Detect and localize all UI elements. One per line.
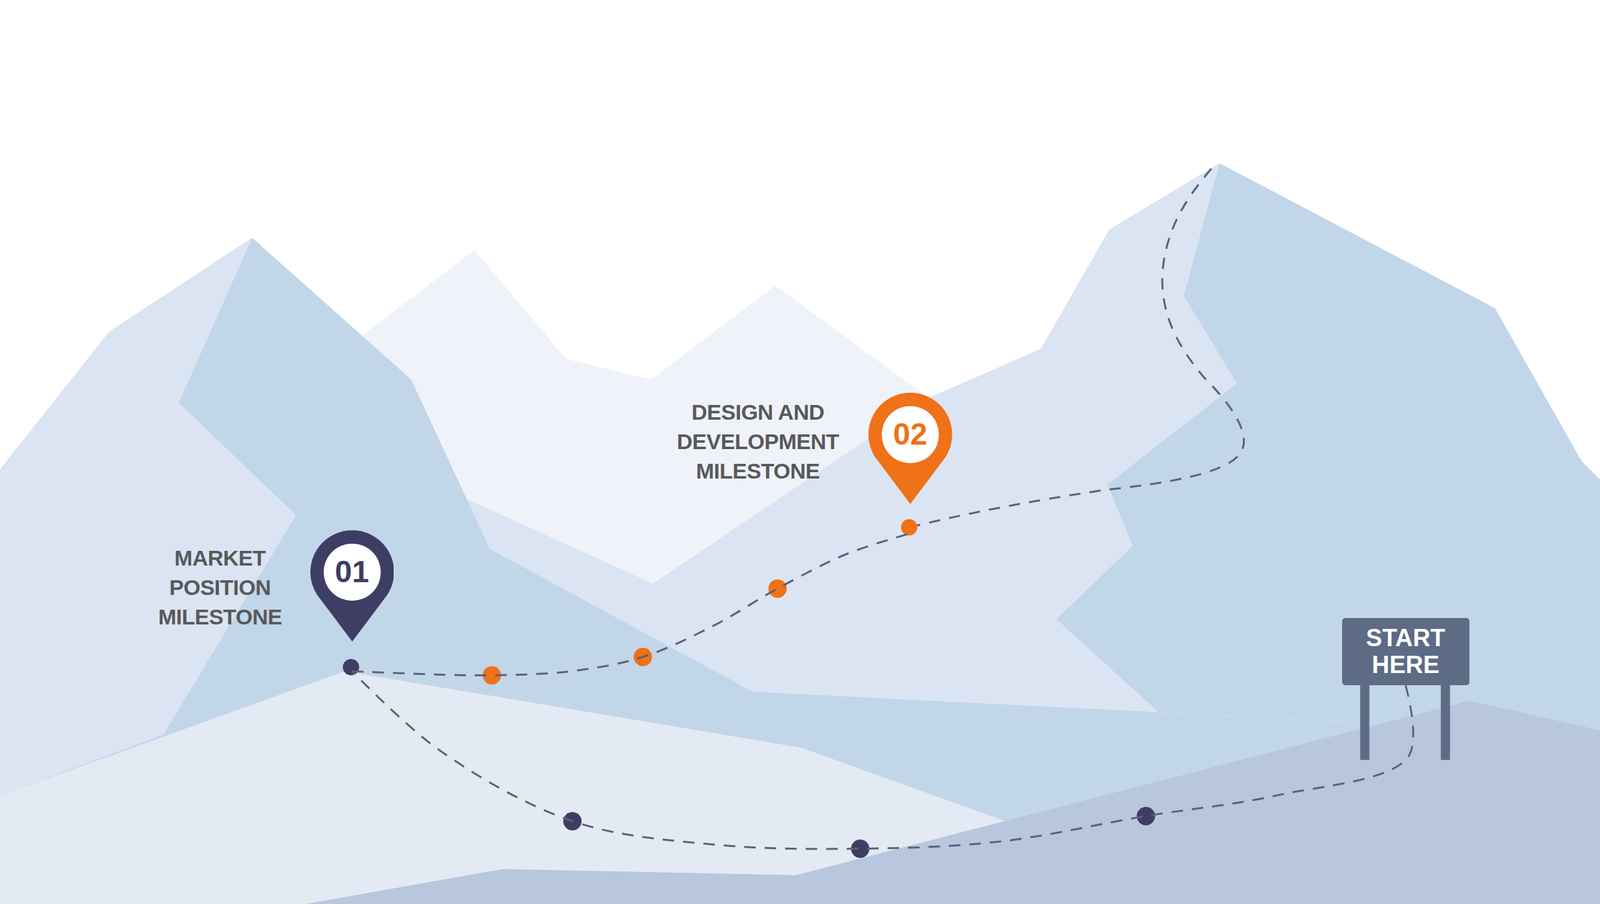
milestone-number: 02	[868, 419, 953, 450]
summit-trail	[909, 163, 1245, 528]
pin-marker	[868, 392, 953, 534]
sign-label: START HERE	[1354, 625, 1457, 680]
pin-body	[310, 530, 395, 642]
milestone-pin: DESIGN AND DEVELOPMENT MILESTONE02	[868, 392, 953, 534]
foreground-slope	[305, 700, 1600, 904]
milestone-title: MARKET POSITION MILESTONE	[148, 544, 292, 633]
waypoint-dot	[768, 579, 788, 599]
sign-post	[1440, 681, 1450, 761]
milestone-dot	[343, 659, 360, 676]
right-mountain	[1056, 163, 1600, 735]
dashed-trail	[352, 533, 911, 676]
milestone-number: 01	[310, 556, 395, 588]
milestone-title: DESIGN AND DEVELOPMENT MILESTONE	[670, 398, 845, 487]
sign-post	[1360, 681, 1369, 761]
milestone-dot	[901, 519, 918, 537]
milestone-pin: MARKET POSITION MILESTONE01	[310, 530, 395, 672]
waypoint-dot	[1136, 807, 1156, 826]
pin-body	[868, 392, 953, 505]
dashed-trail	[352, 671, 1414, 850]
pin-marker	[310, 530, 395, 672]
start-sign: START HERE	[1342, 618, 1470, 686]
